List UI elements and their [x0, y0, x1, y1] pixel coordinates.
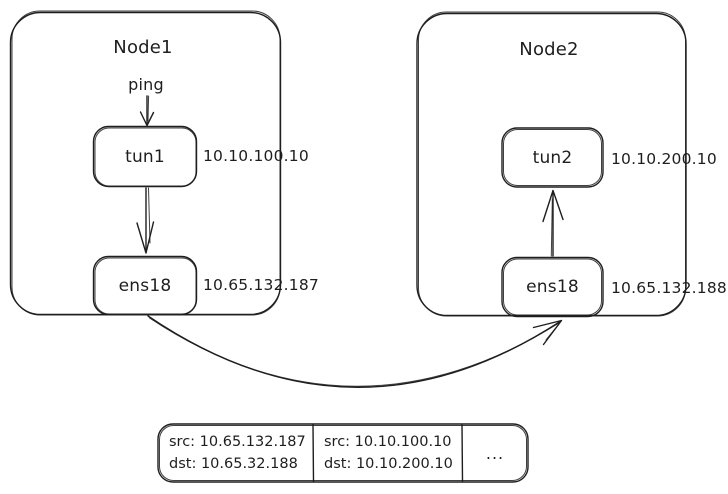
- packet-outer-src: src: 10.65.132.187: [169, 434, 306, 450]
- packet-outer-dst: dst: 10.65.32.188: [169, 456, 298, 472]
- tun1-box: [92, 125, 198, 188]
- ens18-to-ens18-curved-arrow: [147, 315, 563, 388]
- packet-inner-dst: dst: 10.10.200.10: [324, 456, 453, 472]
- node1-title: Node1: [113, 36, 173, 58]
- ens18-left-box: [92, 255, 198, 316]
- packet-cell-payload-ellipsis: ...: [485, 443, 505, 463]
- ping-arrow: [139, 95, 155, 127]
- ens18-right-ip-label: 10.65.132.188: [611, 279, 727, 297]
- ens18-right-label: ens18: [526, 277, 579, 297]
- node2-title: Node2: [519, 38, 579, 60]
- ens18-left-ip-label: 10.65.132.187: [203, 276, 319, 294]
- packet-divider-2: [461, 424, 464, 482]
- tun1-ip-label: 10.10.100.10: [203, 147, 309, 165]
- ens18-right-box: [501, 256, 604, 318]
- ens18-left-label: ens18: [118, 275, 172, 296]
- packet-divider-1: [312, 423, 315, 483]
- tun2-label: tun2: [532, 147, 573, 168]
- tun1-label: tun1: [125, 146, 165, 167]
- ping-label: ping: [128, 74, 164, 94]
- packet-cell-inner-header: src: 10.10.100.10 dst: 10.10.200.10: [313, 424, 462, 482]
- tun2-ip-label: 10.10.200.10: [611, 150, 717, 168]
- ens18-to-tun2-arrow: [542, 189, 564, 257]
- packet-inner-src: src: 10.10.100.10: [324, 434, 452, 450]
- packet-box: [157, 423, 529, 483]
- tun1-to-ens18-arrow: [136, 187, 155, 254]
- tun2-box: [501, 127, 604, 188]
- packet-cell-outer-header: src: 10.65.132.187 dst: 10.65.32.188: [158, 424, 313, 482]
